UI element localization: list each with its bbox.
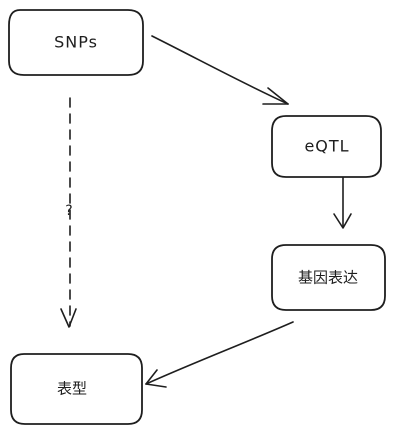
- edge-snps-to-eqtl: [151, 35, 289, 105]
- edge-label: ?: [65, 203, 72, 219]
- edge-eqtl-to-expression: [333, 176, 352, 229]
- edge-snps-to-phenotype: ?: [60, 97, 77, 328]
- arrowhead-icon: [333, 213, 352, 229]
- node-snps[interactable]: SNPs: [8, 9, 144, 76]
- node-eqtl[interactable]: eQTL: [271, 115, 382, 178]
- node-label: SNPs: [54, 33, 98, 52]
- node-expression[interactable]: 基因表达: [271, 244, 386, 311]
- arrowhead-icon: [145, 369, 167, 388]
- node-label: 基因表达: [298, 269, 358, 287]
- arrowhead-icon: [262, 87, 289, 105]
- node-label: eQTL: [304, 137, 349, 156]
- node-label: 表型: [57, 380, 87, 398]
- edge-expression-to-phenotype: [145, 321, 294, 388]
- arrowhead-icon: [60, 308, 77, 328]
- node-phenotype[interactable]: 表型: [10, 353, 143, 425]
